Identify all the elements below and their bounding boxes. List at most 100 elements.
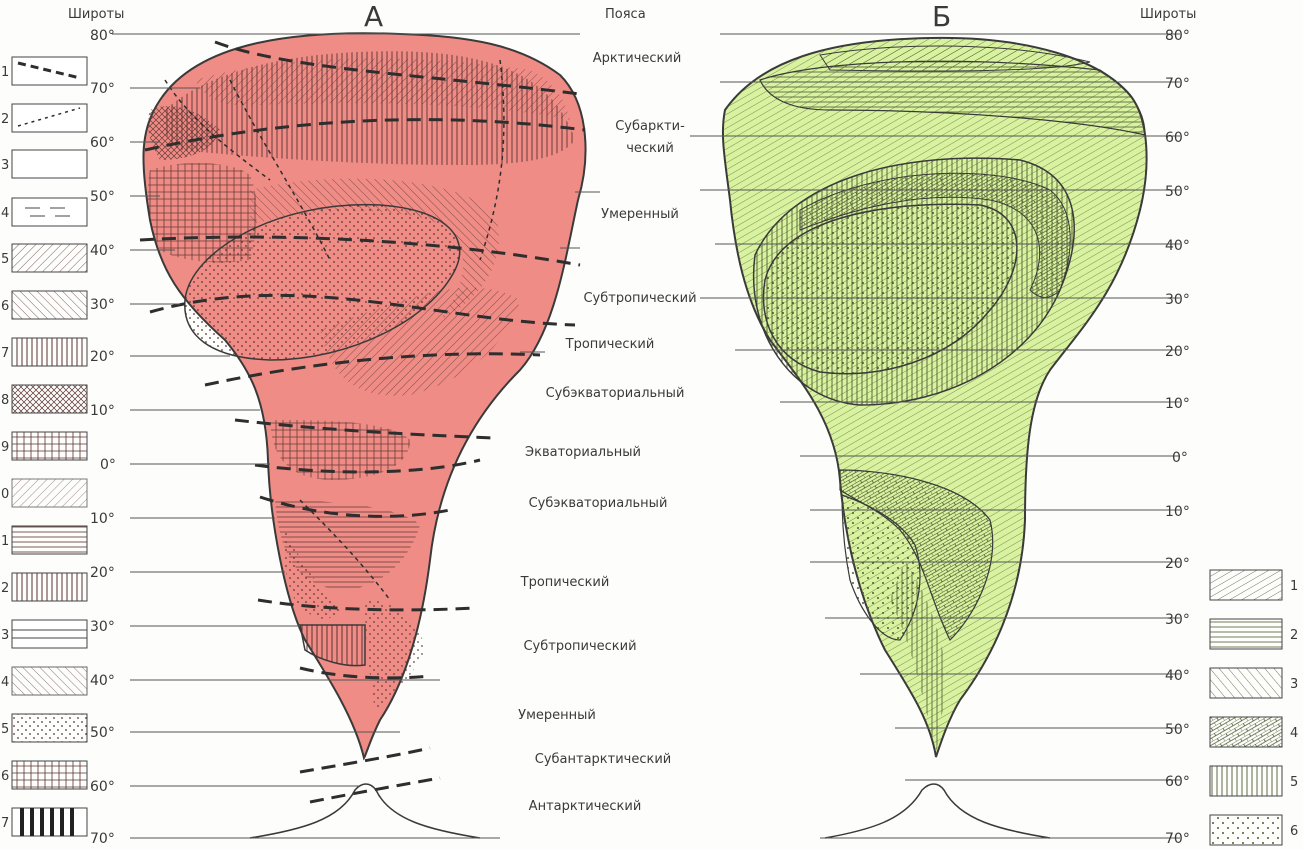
legend-left-num: 0 xyxy=(1,487,9,502)
legend-left: 1 2 3 4 5 6 7 8 9 0 1 2 3 4 5 6 7 xyxy=(1,56,88,837)
panel-b-label: Б xyxy=(932,0,951,33)
lat-left-s60: 60° xyxy=(90,779,115,795)
lat-right-s20: 20° xyxy=(1165,556,1190,572)
lat-right-0: 0° xyxy=(1172,450,1188,466)
lat-right-s50: 50° xyxy=(1165,722,1190,738)
belts-header: Пояса xyxy=(605,7,646,22)
lat-left-s20: 20° xyxy=(90,565,115,581)
panel-b-shape xyxy=(721,36,1148,839)
lat-left-50: 50° xyxy=(90,189,115,205)
legend-left-item-4: 4 xyxy=(1,197,88,227)
legend-right-num: 4 xyxy=(1290,726,1298,741)
legend-left-num: 7 xyxy=(1,346,9,361)
belt-subtropical-n: Субтропический xyxy=(583,291,696,306)
panel-a-label: А xyxy=(364,0,383,33)
legend-left-num: 4 xyxy=(1,675,9,690)
legend-left-item-14: 4 xyxy=(1,666,88,696)
lat-right-s10: 10° xyxy=(1165,504,1190,520)
belt-tropical-n: Тропический xyxy=(565,337,655,352)
legend-left-item-1: 1 xyxy=(1,56,88,86)
legend-left-num: 5 xyxy=(1,722,9,737)
legend-right-num: 6 xyxy=(1290,824,1298,839)
latitudes-left-header: Широты xyxy=(68,7,124,22)
latitudes-right-header: Широты xyxy=(1140,7,1196,22)
lat-left-20: 20° xyxy=(90,349,115,365)
legend-left-item-7: 7 xyxy=(1,337,88,367)
legend-left-num: 1 xyxy=(1,65,9,80)
legend-left-num: 5 xyxy=(1,252,9,267)
panel-a-shape xyxy=(139,32,587,839)
belt-temperate-n: Умеренный xyxy=(601,207,679,222)
legend-right-item-4: 4 xyxy=(1209,716,1298,748)
lat-left-s40: 40° xyxy=(90,673,115,689)
belt-subtropical-s: Субтропический xyxy=(523,639,636,654)
legend-left-num: 2 xyxy=(1,112,9,127)
belt-subequatorial-s: Субэкваториальный xyxy=(529,496,668,511)
legend-right-item-6: 6 xyxy=(1209,814,1298,846)
lat-right-50: 50° xyxy=(1165,184,1190,200)
legend-left-item-15: 5 xyxy=(1,713,88,743)
legend-left-num: 1 xyxy=(1,534,9,549)
lat-left-s30: 30° xyxy=(90,619,115,635)
lat-left-10: 10° xyxy=(90,403,115,419)
legend-left-item-3: 3 xyxy=(1,149,88,179)
lat-right-20: 20° xyxy=(1165,344,1190,360)
legend-left-num: 6 xyxy=(1,769,9,784)
legend-left-item-5: 5 xyxy=(1,243,88,273)
lat-right-s30: 30° xyxy=(1165,612,1190,628)
legend-left-item-12: 2 xyxy=(1,572,88,602)
legend-right-num: 1 xyxy=(1290,579,1298,594)
lat-right-s70: 70° xyxy=(1165,831,1190,847)
legend-right-num: 2 xyxy=(1290,628,1298,643)
belt-subequatorial-n: Субэкваториальный xyxy=(546,386,685,401)
lat-left-0: 0° xyxy=(100,457,116,473)
legend-left-num: 7 xyxy=(1,816,9,831)
legend-left-item-11: 1 xyxy=(1,525,88,555)
belt-arctic: Арктический xyxy=(593,51,682,66)
legend-left-item-13: 3 xyxy=(1,619,88,649)
lat-right-s40: 40° xyxy=(1165,668,1190,684)
legend-right-num: 3 xyxy=(1290,677,1298,692)
lat-left-s50: 50° xyxy=(90,725,115,741)
right-latitude-labels: 80° 70° 60° 50° 40° 30° 20° 10° 0° 10° 2… xyxy=(1165,28,1190,847)
legend-left-num: 3 xyxy=(1,158,9,173)
legend-right-num: 5 xyxy=(1290,775,1298,790)
lat-right-60: 60° xyxy=(1165,130,1190,146)
lat-right-70: 70° xyxy=(1165,76,1190,92)
left-latitude-labels: 80° 70° 60° 50° 40° 30° 20° 10° 0° 10° 2… xyxy=(90,28,116,847)
belt-subarctic-1: Субаркти- xyxy=(615,119,685,134)
belt-labels: Арктический Субаркти- ческий Умеренный С… xyxy=(518,51,696,814)
legend-left-item-17: 7 xyxy=(1,807,88,837)
legend-left-num: 3 xyxy=(1,628,9,643)
legend-right-item-2: 2 xyxy=(1209,618,1298,650)
belt-equatorial: Экваториальный xyxy=(525,445,641,460)
belt-subantarctic: Субантарктический xyxy=(535,752,672,767)
legend-left-item-16: 6 xyxy=(1,760,88,790)
lat-left-s10: 10° xyxy=(90,511,115,527)
lat-right-40: 40° xyxy=(1165,238,1190,254)
legend-left-item-8: 8 xyxy=(1,384,88,414)
legend-left-num: 9 xyxy=(1,440,9,455)
lat-left-60: 60° xyxy=(90,135,115,151)
legend-left-num: 4 xyxy=(1,206,9,221)
lat-left-70: 70° xyxy=(90,81,115,97)
lat-left-s70: 70° xyxy=(90,831,115,847)
legend-right-item-1: 1 xyxy=(1209,569,1298,601)
lat-right-s60: 60° xyxy=(1165,774,1190,790)
legend-right: 1 2 3 4 5 6 xyxy=(1209,569,1298,846)
lat-left-80: 80° xyxy=(90,28,115,44)
legend-left-item-10: 0 xyxy=(1,478,88,508)
legend-left-num: 8 xyxy=(1,393,9,408)
legend-right-item-3: 3 xyxy=(1209,667,1298,699)
legend-left-item-2: 2 xyxy=(1,103,88,133)
legend-left-num: 2 xyxy=(1,581,9,596)
legend-left-item-9: 9 xyxy=(1,431,88,461)
lat-left-40: 40° xyxy=(90,243,115,259)
belt-subarctic-2: ческий xyxy=(626,141,674,156)
belt-antarctic: Антарктический xyxy=(529,799,642,814)
belt-tropical-s: Тропический xyxy=(520,575,610,590)
legend-left-num: 6 xyxy=(1,299,9,314)
lat-right-10: 10° xyxy=(1165,396,1190,412)
legend-left-item-6: 6 xyxy=(1,290,88,320)
